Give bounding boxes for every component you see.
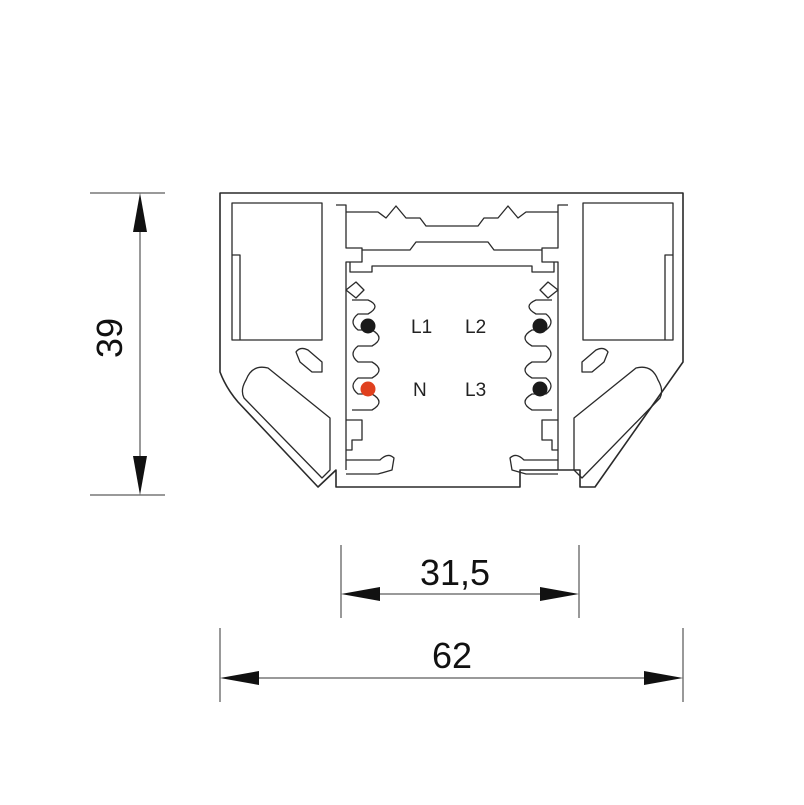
left-lower-slot [241,366,331,479]
inner-width-arrow-right [540,587,579,601]
inner-width-dimension: 31,5 [340,545,580,618]
left-lower-clip [346,419,363,451]
right-chamber [582,202,674,341]
channel-top-bridge [346,205,558,227]
channel-bus-bar [362,241,542,251]
height-value: 39 [89,318,130,358]
inner-width-value: 31,5 [420,552,490,593]
outer-width-arrow-left [220,671,259,685]
right-lower-clip [541,419,558,451]
terminal-label-l3: L3 [465,380,486,401]
profile-outer-housing [219,192,684,488]
height-arrow-bottom [133,456,147,495]
inner-width-arrow-left [341,587,380,601]
outer-width-arrow-right [644,671,683,685]
height-arrow-top [133,193,147,232]
terminal-label-l2: L2 [465,317,486,338]
right-bottom-foot [509,454,558,475]
terminal-l1-dot [360,318,376,334]
outer-width-dimension: 62 [219,628,684,702]
right-lower-slot [573,366,663,479]
right-chamber-step [664,254,673,340]
right-contact-comb [524,299,552,411]
height-dimension: 39 [89,192,165,496]
right-hook [581,347,609,373]
terminal-label-l1: L1 [411,317,432,338]
left-contact-comb [352,299,380,411]
terminal-n-dot [360,381,376,397]
left-bottom-foot [346,454,395,475]
terminal-l2-dot [532,318,548,334]
channel-right-wall [541,204,568,470]
left-chamber-step [232,254,241,340]
terminal-l3-dot [532,381,548,397]
channel-inner-top [349,262,555,273]
channel-left-wall [336,204,363,470]
right-upper-clip [539,281,559,299]
terminals: L1 L2 N L3 [360,317,548,401]
track-profile [219,192,684,488]
outer-width-value: 62 [432,635,472,676]
terminal-label-n: N [413,380,427,401]
left-hook [295,347,323,373]
left-upper-clip [345,281,365,299]
left-chamber [231,202,323,341]
